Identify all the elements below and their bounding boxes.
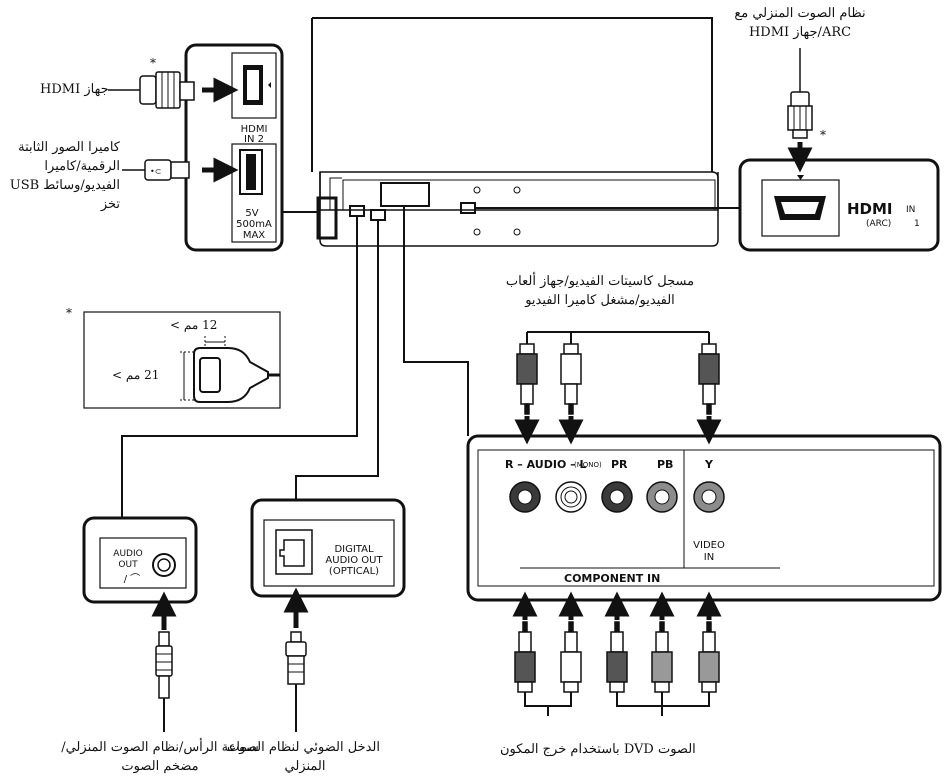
vcr-rca-plugs	[516, 331, 720, 415]
svg-text:•⊂: •⊂	[150, 167, 162, 176]
usb-label-3: MAX	[243, 230, 265, 241]
plug-width-label: 12 مم >	[170, 318, 218, 332]
audio-out-label-1: AUDIO	[113, 549, 142, 559]
headphone-plug-icon	[155, 631, 173, 732]
hdmi2-label-1: HDMI	[241, 124, 268, 135]
hdmi1-in: IN	[906, 205, 915, 215]
arc-label-line2: ARC/جهاز HDMI	[748, 25, 852, 40]
arc-plug-icon	[787, 48, 813, 139]
plug-size-inset	[83, 311, 281, 409]
tv-rear-panel	[316, 172, 719, 247]
vcr-label-line2: الفيديو/مشغل كاميرا الفيديو	[525, 293, 675, 308]
usb-device-label-line2: الرقمية/كاميرا	[44, 159, 120, 174]
headphone-label: سماعة الرأس/نظام الصوت المنزلي/ مضخم الص…	[60, 738, 260, 776]
optical-label: الدخل الضوئي لنظام الصوت المنزلي	[226, 738, 380, 776]
hdmi-asterisk: *	[150, 56, 156, 70]
optical-box	[250, 498, 406, 598]
component-jacks	[509, 481, 725, 513]
arc-label-line1: نظام الصوت المنزلي مع	[734, 6, 866, 21]
headphone-label-line2: مضخم الصوت	[121, 759, 199, 774]
optical-plug-icon	[285, 631, 307, 732]
side-panel	[184, 43, 284, 252]
comp-video-label-1: VIDEO	[693, 540, 725, 551]
hdmi2-label-2: IN 2	[244, 134, 264, 145]
hdmi-plug-icon	[108, 71, 195, 109]
dvd-arrows	[512, 591, 722, 620]
hdmi1-logo: HDMI	[847, 200, 893, 218]
usb-device-label: كاميرا الصور الثابتة الرقمية/كاميرا الفي…	[8, 138, 120, 214]
usb-device-label-line4: تخز	[100, 197, 120, 212]
tv-screw-holes	[473, 186, 521, 236]
arc-asterisk: *	[820, 128, 826, 142]
hdmi1-arc: (ARC)	[866, 219, 891, 229]
port-labels: HDMI IN 2 5V 500mA MAX HDMI IN (ARC) 1 A…	[113, 124, 919, 585]
hdmi1-arc-box	[738, 158, 940, 252]
comp-pr-label: PR	[611, 458, 628, 471]
inset-asterisk: *	[66, 306, 72, 320]
comp-in-label: COMPONENT IN	[564, 572, 660, 585]
comp-audio-label: R – AUDIO – L	[505, 458, 586, 471]
comp-video-label-2: IN	[704, 552, 714, 563]
tv-outline	[311, 17, 719, 211]
cable-lines	[121, 206, 469, 518]
hdmi-device-label: جهاز HDMI	[40, 82, 109, 97]
arc-device-label: نظام الصوت المنزلي مع ARC/جهاز HDMI	[700, 4, 900, 42]
audio-out-box	[82, 516, 198, 604]
hdmi1-num: 1	[914, 219, 920, 229]
dvd-rca-plugs	[514, 621, 720, 716]
comp-y-label: Y	[704, 458, 714, 471]
comp-pb-label: PB	[657, 458, 673, 471]
comp-mono-label: (MONO)	[574, 461, 602, 469]
vcr-label: مسجل كاسيتات الفيديو/جهاز ألعاب الفيديو/…	[470, 272, 730, 310]
usb-plug-icon: •⊂	[122, 159, 190, 181]
digital-label-2: AUDIO OUT	[325, 555, 383, 566]
headphone-label-line1: سماعة الرأس/نظام الصوت المنزلي/	[61, 740, 259, 755]
vcr-label-line1: مسجل كاسيتات الفيديو/جهاز ألعاب	[505, 274, 695, 289]
audio-out-label-2: OUT	[118, 560, 138, 570]
optical-label-line1: الدخل الضوئي لنظام الصوت	[226, 740, 380, 755]
usb-label-1: 5V	[245, 208, 258, 219]
usb-device-label-line3: الفيديو/وسائط USB	[9, 178, 120, 193]
plug-height-label: 21 مم >	[112, 368, 160, 382]
audio-out-label-3: / ⌒	[124, 573, 141, 585]
usb-label-2: 500mA	[236, 219, 272, 230]
vcr-arrows	[514, 416, 722, 445]
digital-label-1: DIGITAL	[334, 544, 374, 555]
optical-label-line2: المنزلي	[284, 759, 326, 774]
digital-label-3: (OPTICAL)	[329, 566, 379, 577]
usb-device-label-line1: كاميرا الصور الثابتة	[18, 140, 120, 155]
component-out-label: الصوت DVD باستخدام خرج المكون	[500, 742, 696, 757]
